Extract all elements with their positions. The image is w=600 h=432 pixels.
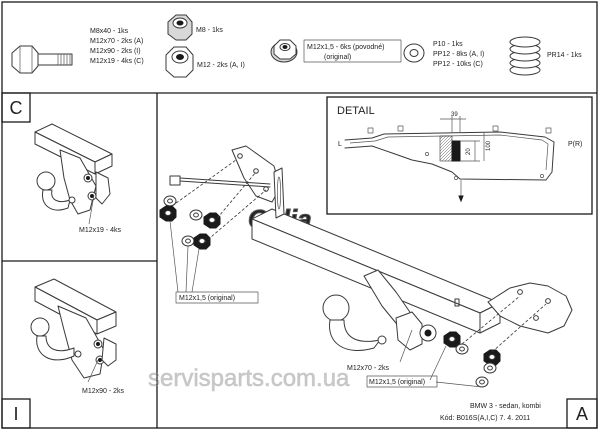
panel-c-leader bbox=[88, 194, 95, 225]
detail-dim-39: 39 bbox=[451, 112, 458, 118]
left-fastener-stack bbox=[159, 159, 267, 293]
detail-title: DETAIL bbox=[337, 105, 375, 117]
panel-c-letter-box bbox=[1, 92, 31, 123]
panel-i-letter-box bbox=[1, 398, 31, 429]
panel-i-bracket-drawing bbox=[30, 278, 117, 379]
panel-a-letter: A bbox=[576, 404, 588, 424]
detail-box bbox=[326, 96, 593, 215]
panel-c-letter: C bbox=[10, 98, 23, 118]
panel-c-label: M12x19 - 4ks bbox=[79, 227, 122, 234]
tow-ball-drawing bbox=[322, 269, 437, 351]
main-label-original-1: M12x1,5 (original) bbox=[179, 295, 235, 302]
panel-c-bracket-drawing bbox=[34, 123, 113, 215]
nut-m8-label: M8 - 1ks bbox=[196, 27, 223, 34]
detail-beam-profile bbox=[344, 125, 555, 181]
watermark: servisparts.com.ua bbox=[148, 365, 350, 392]
detail-dim-100: 100 bbox=[486, 140, 492, 151]
nut-m12-drawing bbox=[165, 46, 194, 78]
right-bracket-drawing bbox=[487, 282, 573, 334]
footer-line-1: BMW 3 - sedan, kombi bbox=[470, 403, 541, 410]
washer-label-3: PP12 - 10ks (C) bbox=[433, 61, 483, 68]
flange-nut-drawing bbox=[270, 39, 298, 63]
detail-down-arrow bbox=[458, 180, 464, 203]
panel-a-letter-box bbox=[566, 398, 598, 429]
spring-label: PR14 - 1ks bbox=[547, 52, 582, 59]
main-label-original-2-box bbox=[366, 375, 438, 388]
footer-line-2: Kód: B016S(A,I,C) 7. 4. 2011 bbox=[440, 415, 530, 422]
left-bracket-drawing bbox=[231, 145, 285, 219]
flange-nut-label-line2: (original) bbox=[324, 54, 351, 61]
bolt-label-2: M12x70 - 2ks (A) bbox=[90, 38, 143, 45]
main-label-original-2: M12x1,5 (original) bbox=[369, 379, 425, 386]
spring-drawing bbox=[509, 36, 541, 76]
washer-drawing bbox=[403, 43, 425, 63]
m8-bolt-drawing bbox=[169, 175, 271, 188]
nut-m8-drawing bbox=[167, 14, 193, 41]
detail-dimensions bbox=[440, 116, 485, 162]
flange-nut-label-box bbox=[303, 39, 402, 63]
main-label-m12x70: M12x70 - 2ks bbox=[347, 365, 390, 372]
detail-right-label: P(R) bbox=[568, 141, 582, 148]
nut-m12-label: M12 - 2ks (A, I) bbox=[197, 62, 245, 69]
flange-nut-label-line1: M12x1,5 - 6ks (povodné) bbox=[307, 44, 384, 51]
detail-left-label: L bbox=[338, 141, 342, 148]
panel-i-label: M12x90 - 2ks bbox=[82, 388, 125, 395]
washer-label-1: P10 - 1ks bbox=[433, 41, 463, 48]
bolt-drawing bbox=[11, 45, 73, 74]
panel-i-letter: I bbox=[13, 404, 18, 424]
detail-dim-20: 20 bbox=[466, 148, 472, 155]
bolt-label-1: M8x40 - 1ks bbox=[90, 28, 129, 35]
main-leader-m12x70 bbox=[399, 329, 413, 363]
bolt-label-4: M12x19 - 4ks (C) bbox=[90, 58, 144, 65]
panel-i-leader bbox=[87, 359, 99, 383]
washer-label-2: PP12 - 8ks (A, I) bbox=[433, 51, 484, 58]
right-fastener-stack bbox=[429, 295, 547, 388]
main-label-original-1-box bbox=[175, 291, 259, 304]
bolt-label-3: M12x90 - 2ks (I) bbox=[90, 48, 141, 55]
